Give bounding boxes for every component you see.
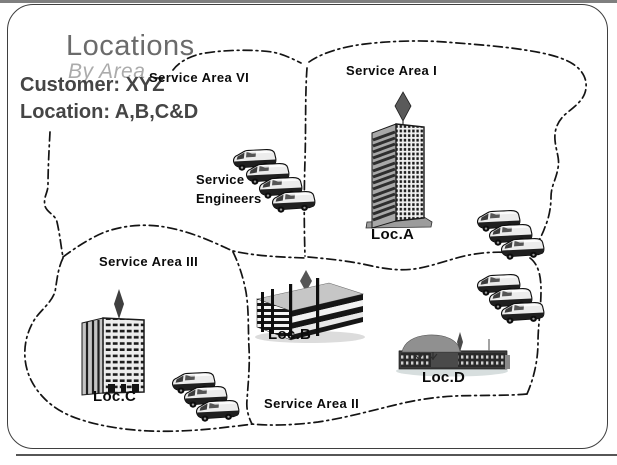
slide-top-rule [0, 0, 617, 3]
loc-b-diamond-icon [300, 270, 312, 292]
loc-b-label: Loc.B [268, 326, 312, 343]
loc-d-label: Loc.D [422, 369, 466, 386]
van-cluster-loc-c [171, 372, 240, 423]
area-boundaries [23, 40, 587, 433]
area-i-border [308, 40, 587, 256]
slide-rounded-frame [7, 4, 608, 449]
loc-a-diamond-icon [394, 91, 412, 122]
area-label-service-area-vi: Service Area VI [149, 70, 250, 85]
service-engineers-label-line1: Service [196, 172, 245, 187]
van-cluster-east-lower [476, 274, 545, 325]
area-ii-bottom-border [251, 393, 528, 426]
area-vi-iii-shared-border [62, 224, 306, 259]
slide-title: Locations [66, 30, 195, 62]
area-vi-right-border [303, 67, 308, 257]
location-line: Location: A,B,C&D [20, 101, 199, 123]
area-iii-ii-shared-border [232, 251, 253, 425]
loc-b-building-icon [255, 270, 365, 343]
area-iii-border [23, 257, 253, 433]
slide-subtitle: By Area [68, 60, 146, 83]
loc-c-diamond-icon [114, 289, 124, 319]
loc-c-label: Loc.C [93, 388, 137, 405]
customer-line: Customer: XYZ [20, 74, 165, 96]
loc-a-label: Loc.A [371, 226, 415, 243]
service-engineers-label: Service Engineers [196, 170, 262, 208]
loc-c-building-icon [81, 289, 145, 396]
loc-d-building-icon [396, 332, 510, 377]
area-label-service-area-ii: Service Area II [264, 396, 360, 411]
slide-bottom-rule [16, 454, 617, 456]
area-i-ii-shared-border [307, 251, 529, 271]
area-label-service-area-i: Service Area I [346, 63, 438, 78]
area-vi-left-border [43, 131, 64, 258]
tree-icon [414, 352, 438, 360]
service-engineers-label-line2: Engineers [196, 191, 262, 206]
area-vi-border [172, 49, 302, 71]
area-label-service-area-iii: Service Area III [99, 254, 199, 269]
loc-a-building-icon [365, 91, 433, 229]
loc-d-diamond-icon [457, 332, 463, 352]
area-ii-right-border [526, 257, 542, 395]
